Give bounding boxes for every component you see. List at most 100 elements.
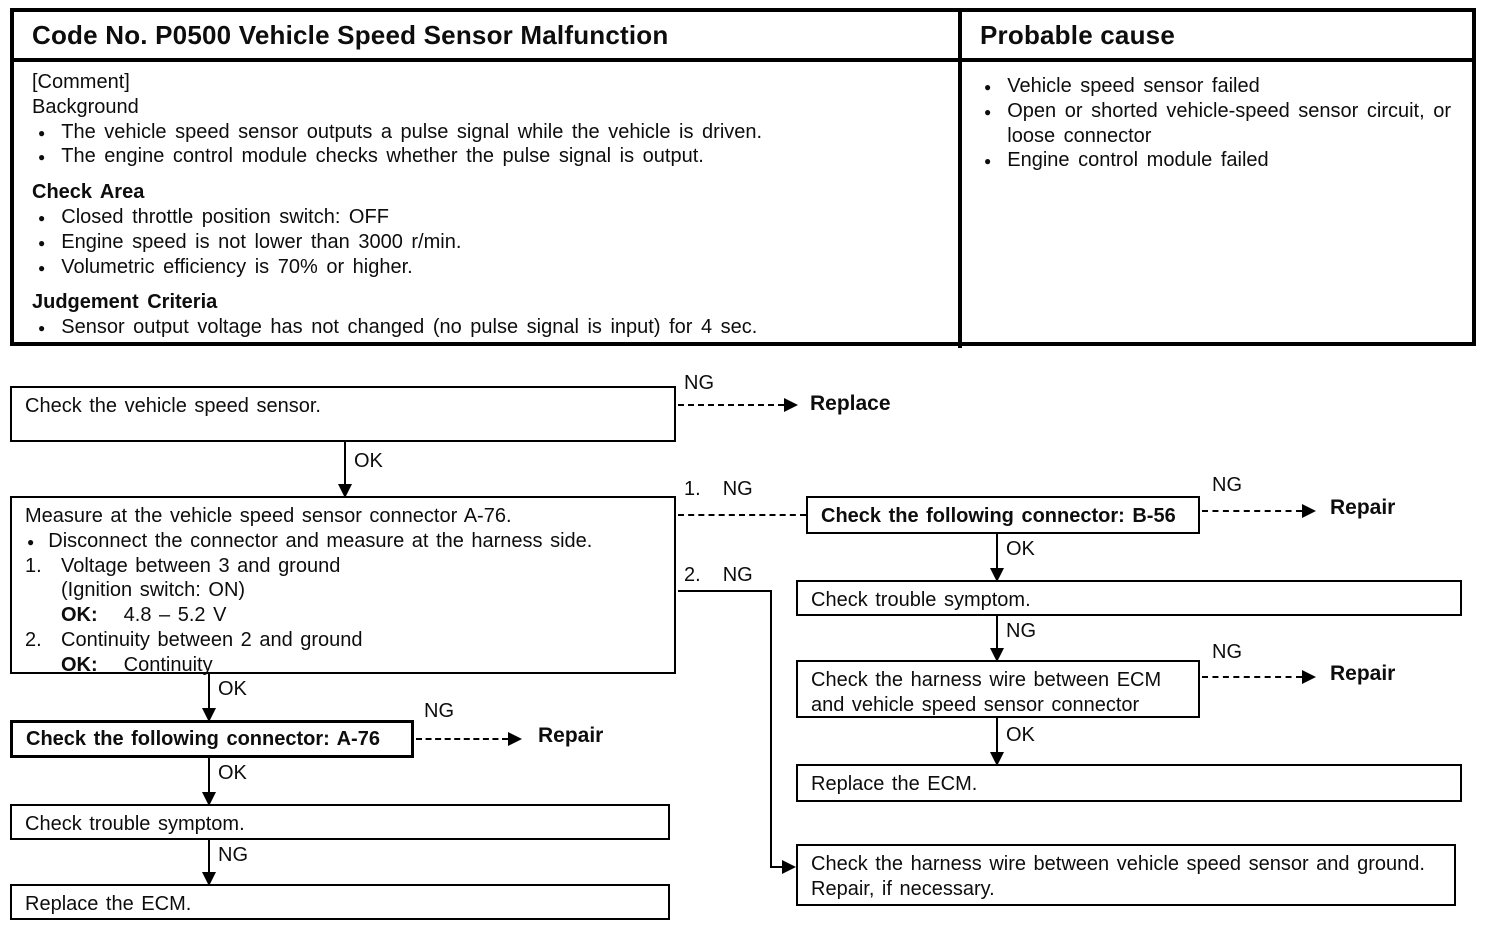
background-item: The engine control module checks whether… <box>32 144 940 169</box>
ok-label: OK <box>1006 724 1035 746</box>
flow-box-text: Check the harness wire between ECM <box>811 669 1162 691</box>
ng-label: NG <box>722 478 753 500</box>
arrow-right-icon <box>1302 670 1316 684</box>
item-text: Continuity between 2 and ground <box>61 628 363 651</box>
dtc-comment-cell: [Comment] Background The vehicle speed s… <box>14 62 962 348</box>
ok-spec-value: 4.8 – 5.2 V <box>123 604 227 627</box>
ng-label: NG <box>684 372 714 394</box>
bullet-text: Disconnect the connector and measure at … <box>48 529 593 552</box>
probable-cause-item: Vehicle speed sensor failed <box>978 74 1456 99</box>
flow-vline <box>996 534 998 572</box>
item-number: 1. <box>25 554 42 577</box>
bullet-text: Volumetric efficiency is 70% or higher. <box>61 255 413 278</box>
ng-connector-line <box>678 404 784 406</box>
ng-label: NG <box>1212 641 1242 663</box>
check-area-item: Engine speed is not lower than 3000 r/mi… <box>32 230 940 255</box>
measure-item: 1. Voltage between 3 and ground <box>25 554 661 579</box>
judgement-item: Sensor output voltage has not changed (n… <box>32 315 940 340</box>
ng-label: NG <box>722 564 753 586</box>
ng-connector-line <box>678 514 806 516</box>
check-area-label: Check Area <box>32 181 145 204</box>
branch-number: 1. <box>684 478 701 500</box>
bullet-text: Open or shorted vehicle-speed sensor cir… <box>1007 99 1452 147</box>
bullet-text: The engine control module checks whether… <box>61 145 704 168</box>
bullet-text: Vehicle speed sensor failed <box>1007 75 1260 97</box>
flow-box-text: Replace the ECM. <box>25 893 192 915</box>
repair-label: Repair <box>1330 662 1396 685</box>
arrow-right-icon <box>508 732 522 746</box>
replace-label: Replace <box>810 392 891 415</box>
ok-label: OK <box>1006 538 1035 560</box>
flow-vline <box>208 840 210 874</box>
flow-vline <box>996 718 998 756</box>
ok-spec-label: OK: <box>61 604 98 627</box>
item-number: 2. <box>25 628 42 651</box>
ng-connector-line <box>1202 510 1302 512</box>
flow-box-text: Check the following connector: A-76 <box>26 728 380 750</box>
ng-label: NG <box>1212 474 1242 496</box>
dtc-table: Code No. P0500 Vehicle Speed Sensor Malf… <box>10 8 1476 348</box>
bullet-text: The vehicle speed sensor outputs a pulse… <box>61 120 763 143</box>
ok-label: OK <box>218 762 247 784</box>
bullet-text: Engine speed is not lower than 3000 r/mi… <box>61 230 462 253</box>
bullet-text: Closed throttle position switch: OFF <box>61 205 389 228</box>
measure-bullet: Disconnect the connector and measure at … <box>25 529 661 554</box>
branch-2-ng-label: 2. NG <box>684 564 753 587</box>
arrow-down-icon <box>990 752 1004 766</box>
arrow-right-icon <box>784 398 798 412</box>
ok-spec-label: OK: <box>61 653 98 676</box>
flow-box-text: Check the vehicle speed sensor. <box>25 395 321 417</box>
flow-box-connector-b56: Check the following connector: B-56 <box>806 496 1200 534</box>
flow-vline <box>344 442 346 488</box>
flow-box-text: Check the following connector: B-56 <box>821 505 1176 527</box>
branch-number: 2. <box>684 564 701 586</box>
arrow-down-icon <box>202 872 216 886</box>
flow-box-measure: Measure at the vehicle speed sensor conn… <box>10 496 676 676</box>
item-text: Voltage between 3 and ground <box>61 554 341 577</box>
branch-2-vline <box>770 590 772 868</box>
arrow-down-icon <box>202 792 216 806</box>
bullet-text: Sensor output voltage has not changed (n… <box>61 316 758 339</box>
measure-item: 2. Continuity between 2 and ground <box>25 628 661 653</box>
ok-label: OK <box>218 678 247 700</box>
comment-tag: [Comment] <box>32 71 130 93</box>
probable-cause-title: Probable cause <box>962 12 1472 62</box>
background-item: The vehicle speed sensor outputs a pulse… <box>32 120 940 145</box>
check-area-item: Volumetric efficiency is 70% or higher. <box>32 255 940 280</box>
ok-label: OK <box>354 450 383 472</box>
branch-1-ng-label: 1. NG <box>684 478 753 501</box>
ng-connector-line <box>416 738 508 740</box>
flow-vline <box>208 758 210 796</box>
flow-box-text: Check the harness wire between vehicle s… <box>811 853 1425 875</box>
measure-title: Measure at the vehicle speed sensor conn… <box>25 505 512 527</box>
ng-label: NG <box>424 700 454 722</box>
flow-box-replace-ecm-right: Replace the ECM. <box>796 764 1462 802</box>
flow-box-text: and vehicle speed sensor connector <box>811 693 1140 716</box>
measure-item-sub: (Ignition switch: ON) <box>61 579 246 602</box>
flow-box-check-symptom-right: Check trouble symptom. <box>796 580 1462 616</box>
measure-ok-line: OK: Continuity <box>61 653 661 678</box>
probable-cause-item: Open or shorted vehicle-speed sensor cir… <box>978 99 1456 149</box>
flow-box-text: Check trouble symptom. <box>811 589 1031 611</box>
flow-box-text: Replace the ECM. <box>811 773 978 795</box>
branch-2-line <box>770 866 784 868</box>
ng-label: NG <box>218 844 248 866</box>
flow-box-check-sensor: Check the vehicle speed sensor. <box>10 386 676 442</box>
arrow-down-icon <box>990 568 1004 582</box>
flow-box-text: Repair, if necessary. <box>811 877 995 900</box>
probable-cause-item: Engine control module failed <box>978 148 1456 173</box>
check-area-item: Closed throttle position switch: OFF <box>32 205 940 230</box>
arrow-down-icon <box>990 648 1004 662</box>
background-label: Background <box>32 95 139 118</box>
flow-box-harness-ground: Check the harness wire between vehicle s… <box>796 844 1456 906</box>
flow-box-replace-ecm-left: Replace the ECM. <box>10 884 670 920</box>
judgement-label: Judgement Criteria <box>32 291 218 314</box>
ok-spec-value: Continuity <box>123 653 213 676</box>
measure-ok-line: OK: 4.8 – 5.2 V <box>61 603 661 628</box>
flow-box-text: Check trouble symptom. <box>25 813 245 835</box>
arrow-right-icon <box>1302 504 1316 518</box>
probable-cause-cell: Vehicle speed sensor failed Open or shor… <box>962 62 1472 348</box>
flow-vline <box>996 616 998 652</box>
arrow-down-icon <box>202 708 216 722</box>
